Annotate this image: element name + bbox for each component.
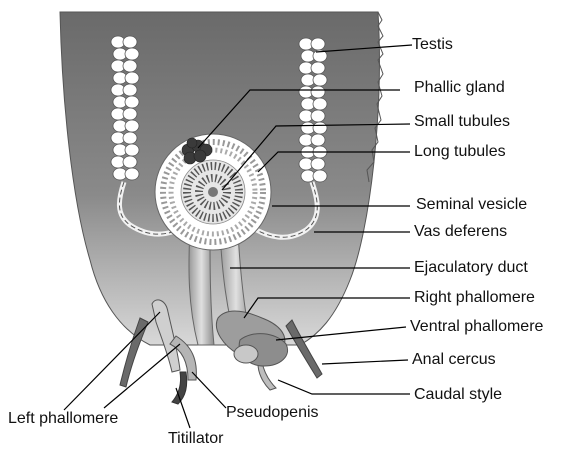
label-ventral-phallomere: Ventral phallomere (410, 318, 543, 336)
label-testis: Testis (412, 36, 453, 54)
label-phallic-gland: Phallic gland (414, 79, 505, 97)
label-small-tubules: Small tubules (414, 113, 510, 131)
seminal-vesicle (155, 134, 271, 250)
label-seminal-vesicle: Seminal vesicle (416, 196, 527, 214)
label-right-phallomere: Right phallomere (414, 289, 535, 307)
label-titillator: Titillator (168, 430, 223, 448)
label-anal-cercus: Anal cercus (412, 351, 496, 369)
label-pseudopenis: Pseudopenis (226, 404, 319, 422)
label-ejaculatory-duct: Ejaculatory duct (414, 259, 528, 277)
pseudopenis-shape (234, 345, 258, 363)
label-long-tubules: Long tubules (414, 143, 506, 161)
label-vas-deferens: Vas deferens (414, 223, 507, 241)
label-left-phallomere: Left phallomere (8, 410, 118, 428)
label-caudal-style: Caudal style (414, 386, 502, 404)
